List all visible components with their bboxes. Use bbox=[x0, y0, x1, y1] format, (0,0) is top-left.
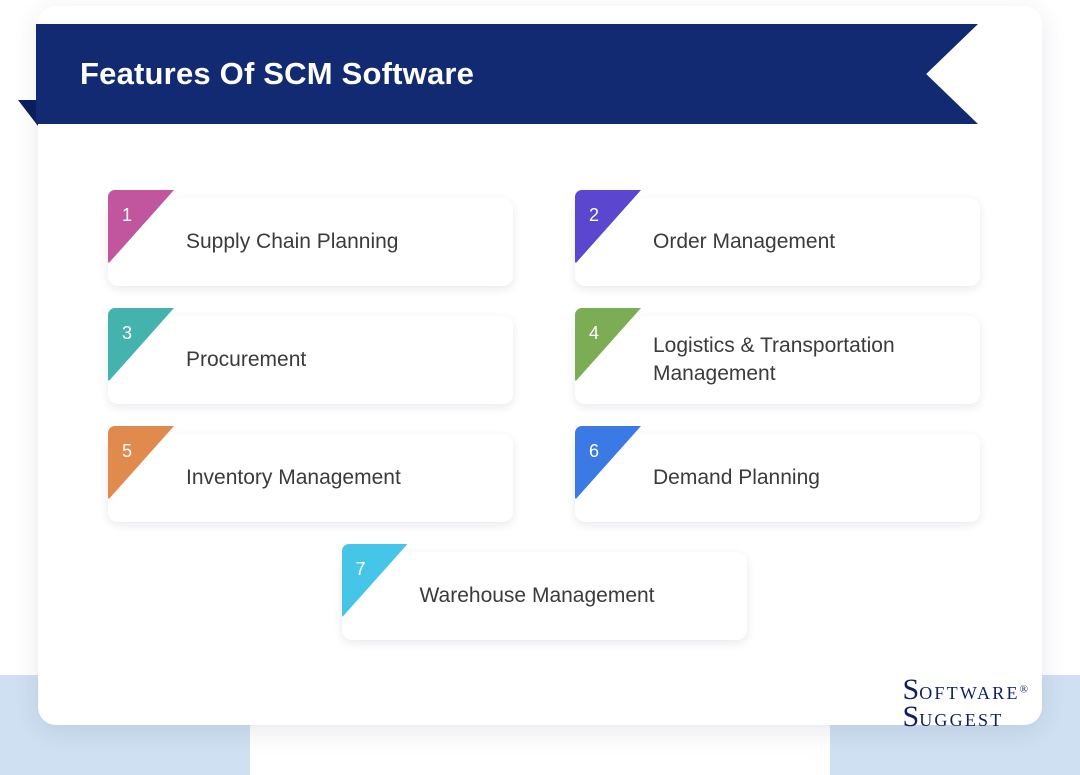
feature-label-1: Supply Chain Planning bbox=[186, 230, 399, 254]
feature-card-1[interactable]: 1 Supply Chain Planning bbox=[108, 190, 513, 286]
ribbon-body: Features Of SCM Software bbox=[36, 24, 978, 124]
feature-number-badge-5 bbox=[108, 426, 174, 500]
logo-line-1: Software® bbox=[902, 672, 1028, 706]
page-title: Features Of SCM Software bbox=[80, 56, 475, 91]
feature-card-7[interactable]: 7 Warehouse Management bbox=[341, 544, 747, 640]
feature-label-3: Procurement bbox=[186, 348, 307, 372]
feature-number-badge-1 bbox=[108, 190, 174, 264]
feature-number-badge-2 bbox=[575, 190, 641, 264]
feature-number-badge-3 bbox=[108, 308, 174, 382]
feature-number-4: 4 bbox=[589, 323, 600, 343]
feature-card-4[interactable]: 4 Logistics & Transportation Management bbox=[575, 308, 980, 404]
feature-label-7: Warehouse Management bbox=[419, 584, 655, 608]
feature-number-badge-6 bbox=[575, 426, 641, 500]
logo-line-2: Suggest bbox=[902, 700, 1028, 734]
feature-label-4: Logistics & Transportation Management bbox=[653, 334, 895, 385]
feature-card-5[interactable]: 5 Inventory Management bbox=[108, 426, 513, 522]
feature-number-badge-4 bbox=[575, 308, 641, 382]
ribbon-fold-shadow bbox=[18, 100, 38, 126]
feature-label-2: Order Management bbox=[653, 230, 836, 254]
logo-word-suggest: uggest bbox=[919, 710, 1004, 731]
feature-card-2[interactable]: 2 Order Management bbox=[575, 190, 980, 286]
feature-card-3[interactable]: 3 Procurement bbox=[108, 308, 513, 404]
feature-number-6: 6 bbox=[589, 441, 600, 461]
logo-cap-s-1: S bbox=[902, 672, 920, 706]
feature-number-7: 7 bbox=[355, 559, 366, 579]
feature-number-3: 3 bbox=[122, 323, 133, 343]
header-ribbon: Features Of SCM Software bbox=[18, 24, 978, 126]
features-row-2: 3 Procurement 4 Logistics & Transportati… bbox=[108, 308, 980, 404]
features-row-1: 1 Supply Chain Planning 2 Order Manageme… bbox=[108, 190, 980, 286]
feature-number-2: 2 bbox=[589, 205, 600, 225]
feature-label-6: Demand Planning bbox=[653, 466, 820, 490]
softwaresuggest-logo: Software® Suggest bbox=[902, 672, 1028, 734]
features-grid: 1 Supply Chain Planning 2 Order Manageme… bbox=[108, 190, 980, 670]
logo-cap-s-2: S bbox=[902, 700, 920, 734]
feature-card-6[interactable]: 6 Demand Planning bbox=[575, 426, 980, 522]
logo-word-software: oftware bbox=[919, 682, 1020, 703]
feature-number-1: 1 bbox=[122, 205, 133, 225]
registered-trademark-icon: ® bbox=[1019, 683, 1028, 696]
feature-label-5: Inventory Management bbox=[186, 466, 401, 490]
features-row-4: 7 Warehouse Management bbox=[108, 544, 980, 640]
feature-number-5: 5 bbox=[122, 441, 133, 461]
features-row-3: 5 Inventory Management 6 Demand Planning bbox=[108, 426, 980, 522]
feature-number-badge-7 bbox=[341, 544, 408, 618]
